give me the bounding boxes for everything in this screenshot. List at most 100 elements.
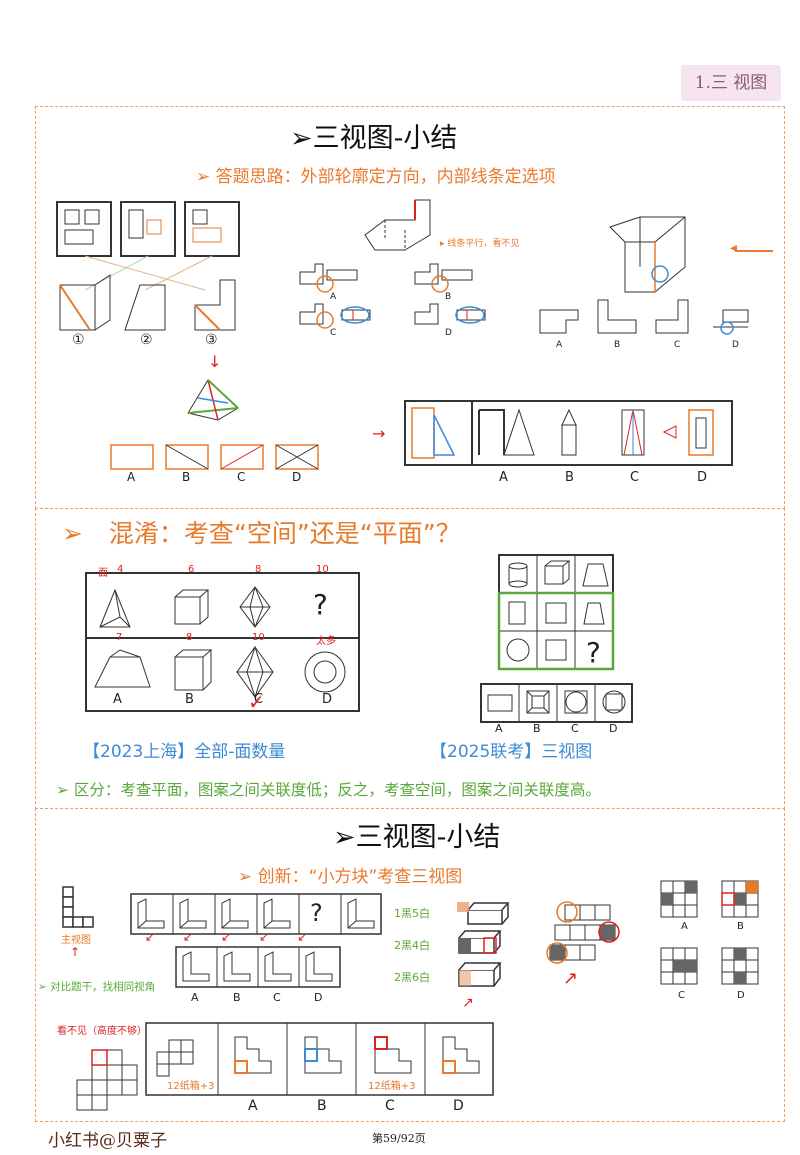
circled-2: ②	[140, 332, 153, 348]
right-opt-d: D	[732, 340, 739, 350]
cube-opt-d: D	[314, 991, 323, 1004]
footer-brand: 小红书@贝粟子	[48, 1131, 167, 1151]
strip-question-mark: ?	[310, 899, 323, 927]
stair-options-strip	[145, 1022, 494, 1096]
page-number: 第59/92页	[372, 1132, 426, 1145]
arrow-left-head: ◂	[730, 240, 738, 256]
cube-answer-strip	[175, 946, 341, 988]
pattern-opt-d: D	[737, 990, 745, 1001]
right-options	[539, 299, 749, 335]
main-view-label: 主视图	[61, 935, 91, 946]
note-parallel: ▸ 线条平行，看不见	[440, 239, 520, 249]
check-mark-icon: ✓	[248, 690, 265, 714]
cube-views-strip	[130, 893, 382, 935]
down-arrow: ↓	[208, 352, 222, 371]
three-view-puzzle	[56, 201, 240, 331]
cube-cluster-figure	[546, 901, 620, 964]
main-view-figure	[62, 886, 94, 928]
faces-grid-figure	[85, 572, 360, 712]
section3-frame	[35, 808, 785, 1122]
section3-title: ➢三视图-小结	[333, 822, 501, 853]
right-opt-c: C	[674, 340, 681, 350]
strip-arrows: ↙↙↙↙↙	[145, 930, 336, 944]
grid-opt-b: B	[533, 722, 541, 735]
bottom-count-1: 7	[116, 632, 123, 643]
top-count-3: 8	[255, 564, 262, 575]
tip-text: ➢ 答题思路：外部轮廓定方向，内部线条定选项	[196, 167, 556, 187]
compare-note: ➢ 对比题干，找相同视角	[38, 981, 156, 993]
section3-subtitle: ➢ 创新：“小方块”考查三视图	[238, 867, 463, 887]
stair-opt-d: D	[453, 1098, 464, 1114]
section1-frame	[35, 106, 785, 509]
chapter-tag: 1.三 视图	[681, 65, 781, 101]
pyramid-figure	[187, 379, 239, 421]
grid-opt-a: A	[495, 722, 503, 735]
section2-title: ➢ 混淆：考查“空间”还是“平面”？	[62, 514, 461, 550]
pyr-opt-b: B	[182, 470, 191, 484]
view-grid-options	[480, 683, 633, 723]
bottom-count-4: 太多	[316, 636, 336, 647]
cube-opt-c: C	[273, 991, 281, 1004]
caption-left: 【2023上海】全部-面数量	[83, 742, 286, 762]
section2-title-text: 混淆：考查“空间”还是“平面”？	[108, 519, 461, 548]
pyr-opt-d: D	[292, 470, 302, 484]
strip-opt-a: A	[499, 470, 508, 485]
boxes-note-1: 12纸箱+3	[167, 1081, 215, 1092]
stair-cubes-figure	[76, 1049, 138, 1111]
center-opt-d: D	[445, 328, 452, 338]
center-opt-b: B	[445, 292, 452, 302]
center-options	[299, 263, 486, 329]
pattern-opt-a: A	[681, 921, 688, 932]
cube-structure-figure	[364, 199, 431, 251]
pyramid-options	[110, 444, 319, 470]
count-1: 1黑5白	[394, 907, 430, 920]
count-3: 2黑6白	[394, 971, 430, 984]
faces-opt-c: C	[254, 692, 264, 707]
cube-opt-b: B	[233, 991, 241, 1004]
strip-opt-b: B	[565, 470, 574, 485]
prism-options-strip	[404, 400, 733, 466]
right-opt-b: B	[614, 340, 621, 350]
faces-opt-a: A	[113, 692, 122, 707]
stair-opt-b: B	[317, 1098, 327, 1114]
pyr-opt-a: A	[127, 470, 136, 484]
section2-frame	[35, 508, 785, 809]
pyr-opt-c: C	[237, 470, 246, 484]
boxes-note-2: 12纸箱+3	[368, 1081, 416, 1092]
faces-opt-d: D	[322, 692, 333, 707]
bullet-icon: ➢	[62, 519, 91, 548]
main-view-arrow: ↑	[70, 945, 81, 959]
top-count-1: 4	[117, 564, 124, 575]
circled-3: ③	[205, 332, 218, 348]
block-arrow: ↗	[462, 995, 474, 1011]
stair-opt-c: C	[385, 1098, 395, 1114]
cluster-arrow: ↗	[563, 968, 579, 989]
pattern-opt-c: C	[678, 990, 685, 1001]
section1-title: ➢三视图-小结	[290, 123, 458, 154]
question-mark: ?	[313, 588, 328, 621]
grid-opt-d: D	[609, 722, 618, 735]
top-count-4: 10	[316, 564, 329, 575]
view-grid-figure	[497, 554, 615, 671]
section2-summary: ➢ 区分：考查平面，图案之间关联度低；反之，考查空间，图案之间关联度高。	[56, 781, 601, 799]
block-stack-figures	[457, 902, 510, 987]
right-opt-a: A	[556, 340, 563, 350]
caption-right: 【2025联考】三视图	[430, 742, 593, 762]
grid-opt-c: C	[571, 722, 579, 735]
section1-tip: ➢ 答题思路：外部轮廓定方向，内部线条定选项	[196, 162, 556, 187]
grid-question-mark: ?	[586, 636, 601, 669]
pattern-options	[660, 880, 759, 985]
stair-opt-a: A	[248, 1098, 258, 1114]
faces-opt-b: B	[185, 692, 194, 707]
right-arrow: →	[372, 424, 386, 443]
center-opt-c: C	[330, 328, 337, 338]
strip-opt-d: D	[697, 470, 708, 485]
bottom-count-2: 8	[186, 632, 193, 643]
top-count-2: 6	[188, 564, 195, 575]
arrow-left-indicator	[735, 250, 773, 252]
hidden-note: 看不见（高度不够）	[57, 1026, 147, 1037]
cube-opt-a: A	[191, 991, 199, 1004]
count-2: 2黑4白	[394, 939, 430, 952]
faces-label: 面	[98, 568, 108, 579]
pattern-opt-b: B	[737, 921, 744, 932]
